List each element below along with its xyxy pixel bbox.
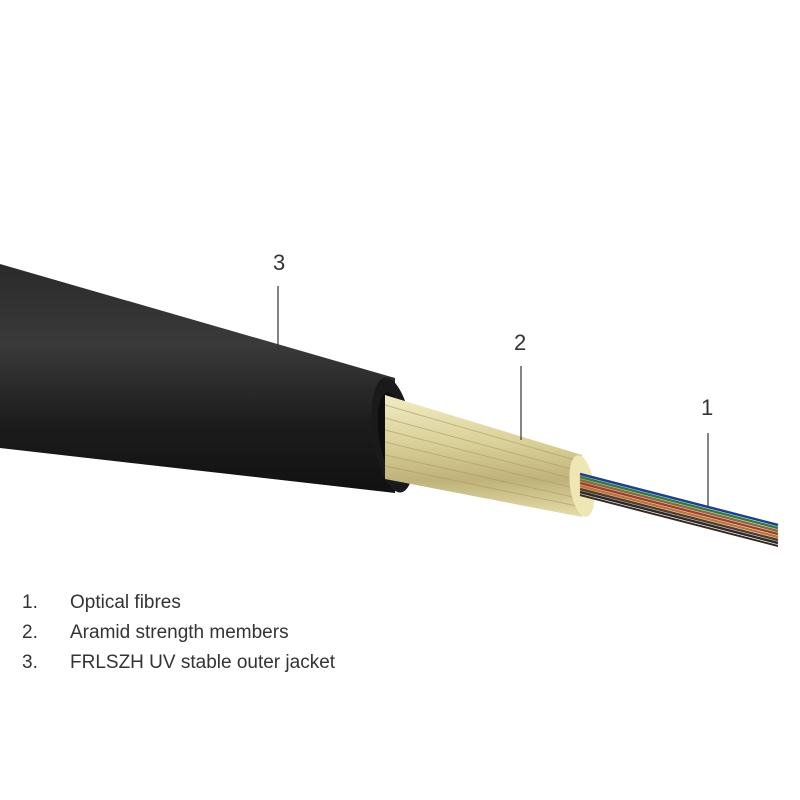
legend-number: 2. — [22, 622, 38, 643]
callout-2: 2 — [514, 330, 527, 355]
legend-label: Aramid strength members — [70, 622, 289, 643]
callout-1: 1 — [701, 395, 714, 420]
legend-number: 1. — [22, 592, 38, 613]
legend-item: 1. Optical fibres — [22, 588, 335, 618]
outer-jacket — [0, 264, 415, 493]
legend-label: FRLSZH UV stable outer jacket — [70, 652, 336, 673]
legend: 1. Optical fibres 2. Aramid strength mem… — [22, 588, 335, 678]
callout-3: 3 — [273, 250, 286, 275]
legend-item: 3. FRLSZH UV stable outer jacket — [22, 648, 335, 678]
optical-fibres — [579, 472, 779, 547]
aramid-strength-members — [384, 395, 595, 517]
legend-number: 3. — [22, 652, 38, 673]
legend-item: 2. Aramid strength members — [22, 618, 335, 648]
legend-label: Optical fibres — [70, 592, 181, 613]
